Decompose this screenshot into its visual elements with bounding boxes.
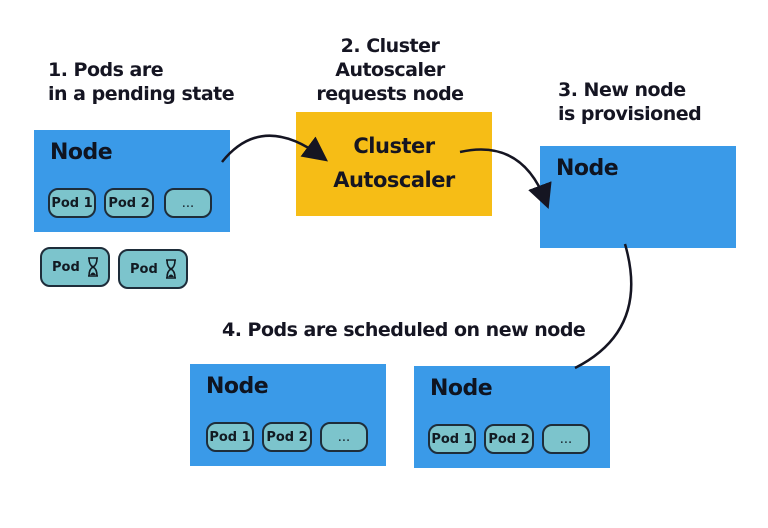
hourglass-icon: [87, 257, 98, 277]
step-1-line-2: in a pending state: [48, 83, 235, 105]
pod-2: Pod 2: [484, 424, 534, 454]
arrow-autoscaler-to-new-node: [459, 148, 552, 210]
step-3-line-1: 3. New node: [558, 79, 686, 101]
pod-1: Pod 1: [206, 422, 254, 452]
connector-new-node-to-scheduled: [574, 243, 633, 370]
pod-more: ...: [320, 422, 368, 452]
new-node: Node: [540, 146, 736, 248]
pending-pod-label: Pod: [130, 261, 158, 277]
pod-more: ...: [164, 188, 212, 218]
step-2-label: 2. Cluster Autoscaler requests node: [290, 34, 490, 106]
pod-1: Pod 1: [48, 188, 96, 218]
pod-1: Pod 1: [428, 424, 476, 454]
scheduled-node-right: Node Pod 1 Pod 2 ...: [414, 366, 610, 468]
node-title: Node: [430, 376, 493, 401]
step-2-line-2: requests node: [316, 83, 464, 105]
original-node: Node Pod 1 Pod 2 ...: [34, 130, 230, 232]
pod-2: Pod 2: [262, 422, 312, 452]
step-2-line-1: 2. Cluster Autoscaler: [335, 35, 445, 81]
scheduled-node-left: Node Pod 1 Pod 2 ...: [190, 364, 386, 466]
node-title: Node: [556, 156, 619, 181]
arrow-node-to-autoscaler: [221, 134, 329, 163]
pending-pod-label: Pod: [52, 259, 80, 275]
step-4-label: 4. Pods are scheduled on new node: [222, 319, 586, 341]
pending-pod: Pod: [40, 247, 110, 287]
step-3-line-2: is provisioned: [558, 103, 702, 125]
step-1-line-1: 1. Pods are: [48, 59, 164, 81]
cluster-autoscaler-box: Cluster Autoscaler: [296, 112, 492, 216]
pending-pod: Pod: [118, 249, 188, 289]
hourglass-icon: [165, 259, 176, 279]
autoscaler-line-1: Cluster: [353, 134, 435, 158]
autoscaler-line-2: Autoscaler: [333, 168, 455, 192]
pod-2: Pod 2: [104, 188, 154, 218]
node-title: Node: [50, 140, 113, 165]
pod-more: ...: [542, 424, 590, 454]
node-title: Node: [206, 374, 269, 399]
step-1-label: 1. Pods are in a pending state: [48, 58, 235, 106]
step-3-label: 3. New node is provisioned: [558, 78, 702, 126]
